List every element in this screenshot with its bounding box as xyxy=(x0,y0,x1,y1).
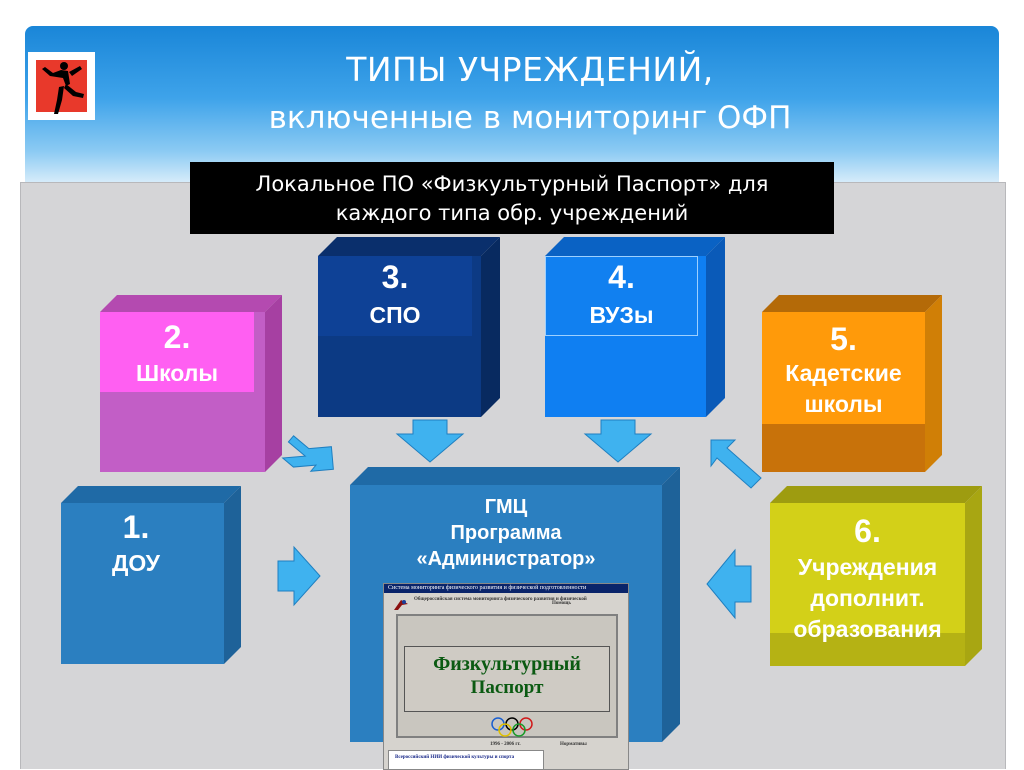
arrow-from-spo xyxy=(395,419,465,463)
vuz-name: ВУЗы xyxy=(589,302,654,328)
box-cadet: 5. Кадетские школы xyxy=(762,295,942,472)
arrow-from-extra xyxy=(706,548,752,620)
schools-name: Школы xyxy=(135,360,219,386)
cadet-name-line2: школы xyxy=(804,391,883,417)
slide-header xyxy=(25,26,999,186)
dou-number: 1. xyxy=(122,509,150,545)
cadet-name-line1: Кадетские xyxy=(785,360,902,386)
screenshot-frame: Физкультурный Паспорт 1996 - 2006 гг. xyxy=(396,614,618,747)
athlete-logo xyxy=(28,52,95,120)
box-spo: 3. СПО xyxy=(318,237,500,417)
screenshot-titlebar: Система мониторинга физического развития… xyxy=(384,584,628,593)
arrow-from-dou xyxy=(277,545,321,607)
extra-name-line1: Учреждения xyxy=(797,554,938,580)
screenshot-footer: Всероссийский НИИ физической культуры и … xyxy=(388,750,544,769)
screenshot-help[interactable]: Помощь xyxy=(552,601,571,606)
slide-title-line1: ТИПЫ УЧРЕЖДЕНИЙ, xyxy=(346,50,714,89)
banner-line2: каждого типа обр. учреждений xyxy=(335,201,689,225)
screenshot-eagle-icon xyxy=(392,598,410,612)
screenshot-years: 1996 - 2006 гг. xyxy=(490,742,521,747)
program-screenshot: Система мониторинга физического развития… xyxy=(383,583,629,770)
spo-name: СПО xyxy=(369,302,421,328)
arrow-from-cadet xyxy=(710,439,762,489)
extra-number: 6. xyxy=(854,513,881,549)
dou-name: ДОУ xyxy=(111,550,160,576)
spo-number: 3. xyxy=(381,259,409,295)
gmc-line1: ГМЦ xyxy=(484,496,528,518)
arrow-from-vuz xyxy=(583,419,653,463)
screenshot-footer-text: Всероссийский НИИ физической культуры и … xyxy=(395,755,515,760)
box-vuz: 4. ВУЗы xyxy=(545,237,725,417)
box-dou: 1. ДОУ xyxy=(61,486,241,664)
gmc-line3: «Администратор» xyxy=(416,548,596,570)
screenshot-title-line1: Физкультурный xyxy=(433,653,581,675)
box-extra-education: 6. Учреждения дополнит. образования xyxy=(770,486,982,666)
cadet-number: 5. xyxy=(830,321,857,357)
olympic-rings-icon xyxy=(490,716,534,743)
screenshot-title-panel: Физкультурный Паспорт xyxy=(404,646,610,712)
gmc-line2: Программа xyxy=(450,522,562,544)
banner-line1: Локальное ПО «Физкультурный Паспорт» для xyxy=(255,172,769,196)
arrow-from-schools xyxy=(281,435,334,472)
extra-name-line2: дополнит. xyxy=(810,585,925,611)
screenshot-norms[interactable]: Нормативы xyxy=(560,742,587,747)
schools-number: 2. xyxy=(163,319,191,355)
vuz-number: 4. xyxy=(608,259,635,295)
extra-name-line3: образования xyxy=(793,616,942,642)
screenshot-header: Общероссийская система мониторинга физич… xyxy=(414,597,587,602)
software-banner: Локальное ПО «Физкультурный Паспорт» для… xyxy=(190,162,834,234)
screenshot-title-line2: Паспорт xyxy=(470,677,544,698)
box-schools: 2. Школы xyxy=(100,295,282,472)
slide-title-line2: включенные в мониторинг ОФП xyxy=(268,100,792,136)
